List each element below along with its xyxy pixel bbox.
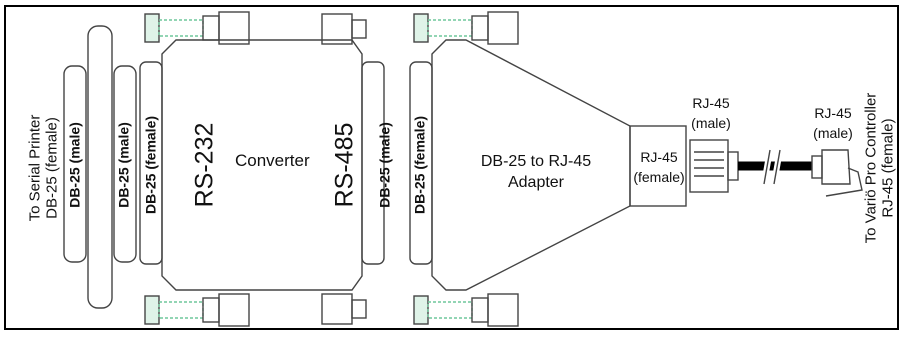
label-db25-female-b: DB-25 (female): [411, 115, 428, 215]
rj45-plug-a: [689, 139, 739, 193]
diagram-frame: [4, 5, 899, 330]
left-label-line1: To Serial Printer: [26, 114, 44, 222]
label-rj45-male-b-line1: RJ-45: [814, 105, 852, 121]
label-rj45-male-b-line2: (male): [813, 124, 853, 141]
label-rj45-male-a-line2: (male): [691, 114, 731, 131]
label-rs232: RS-232: [190, 122, 219, 208]
label-rj45-male-a: RJ-45 (male): [686, 94, 736, 133]
cable: [738, 149, 812, 185]
label-converter: Converter: [235, 151, 310, 170]
label-db25-female-a: DB-25 (female): [142, 115, 159, 215]
label-db25-male-c: DB-25 (male): [376, 122, 393, 208]
label-db25-male-b: DB-25 (male): [115, 122, 132, 208]
left-label: To Serial Printer DB-25 (female): [26, 114, 61, 222]
label-rj45-male-a-line1: RJ-45: [692, 95, 730, 111]
label-db25-male-a: DB-25 (male): [66, 122, 83, 208]
label-adapter: DB-25 to RJ-45 Adapter: [476, 152, 596, 194]
label-rj45-female-line2: (female): [633, 168, 685, 185]
right-label-line1: To Variö Pro Controller: [862, 92, 880, 244]
label-rj45-female: RJ-45 (female): [632, 148, 686, 187]
label-rj45-male-b: RJ-45 (male): [810, 104, 856, 143]
left-label-line2: DB-25 (female): [43, 117, 60, 219]
label-adapter-line2: Adapter: [507, 173, 565, 191]
label-rj45-female-line1: RJ-45: [640, 149, 678, 165]
rj45-plug-b: [811, 149, 863, 197]
label-adapter-line1: DB-25 to RJ-45: [480, 153, 592, 170]
right-label: To Variö Pro Controller RJ-45 (female): [862, 92, 897, 244]
converter-block: [139, 11, 385, 327]
adapter-block: [409, 11, 687, 327]
gender-changer: [63, 25, 137, 309]
label-rs485: RS-485: [330, 122, 359, 208]
right-label-line2: RJ-45 (female): [879, 118, 896, 218]
